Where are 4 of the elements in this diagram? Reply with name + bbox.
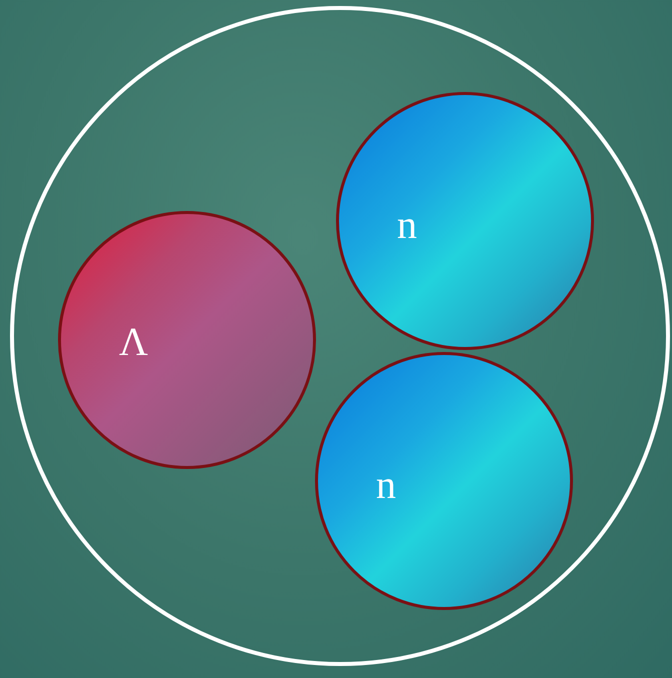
particle-label: n <box>376 465 396 505</box>
particle-label: Λ <box>119 322 148 362</box>
nucleus-circle <box>10 6 670 666</box>
particle-label: n <box>397 205 417 245</box>
